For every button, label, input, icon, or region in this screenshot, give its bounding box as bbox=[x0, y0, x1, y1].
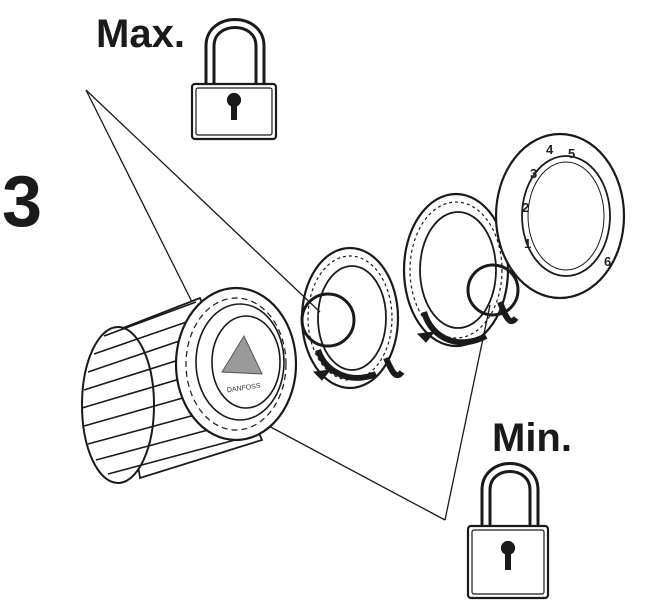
min-label: Min. bbox=[492, 416, 572, 460]
min-leader-lines bbox=[264, 304, 491, 521]
max-limit-ring bbox=[402, 192, 519, 348]
scale-ring bbox=[494, 132, 626, 300]
min-padlock-icon bbox=[466, 462, 550, 600]
scale-number: 2 bbox=[522, 200, 529, 215]
min-limit-ring bbox=[300, 246, 405, 390]
scale-numbers: 1 2 3 4 5 6 bbox=[522, 142, 611, 269]
scale-number: 5 bbox=[568, 146, 575, 161]
max-leader-lines bbox=[85, 89, 321, 319]
max-label: Max. bbox=[96, 12, 185, 56]
max-ring-stop-highlight bbox=[466, 263, 520, 317]
max-padlock-icon bbox=[190, 18, 278, 141]
scale-number: 6 bbox=[604, 254, 611, 269]
brand-label: DANFOSS bbox=[227, 383, 262, 395]
scale-number: 3 bbox=[530, 166, 537, 181]
scale-number: 1 bbox=[524, 236, 531, 251]
thermostat-head: DANFOSS bbox=[81, 286, 298, 484]
scale-number: 4 bbox=[546, 142, 554, 157]
min-ring-stop-highlight bbox=[300, 292, 356, 348]
step-number: 3 bbox=[2, 162, 43, 242]
